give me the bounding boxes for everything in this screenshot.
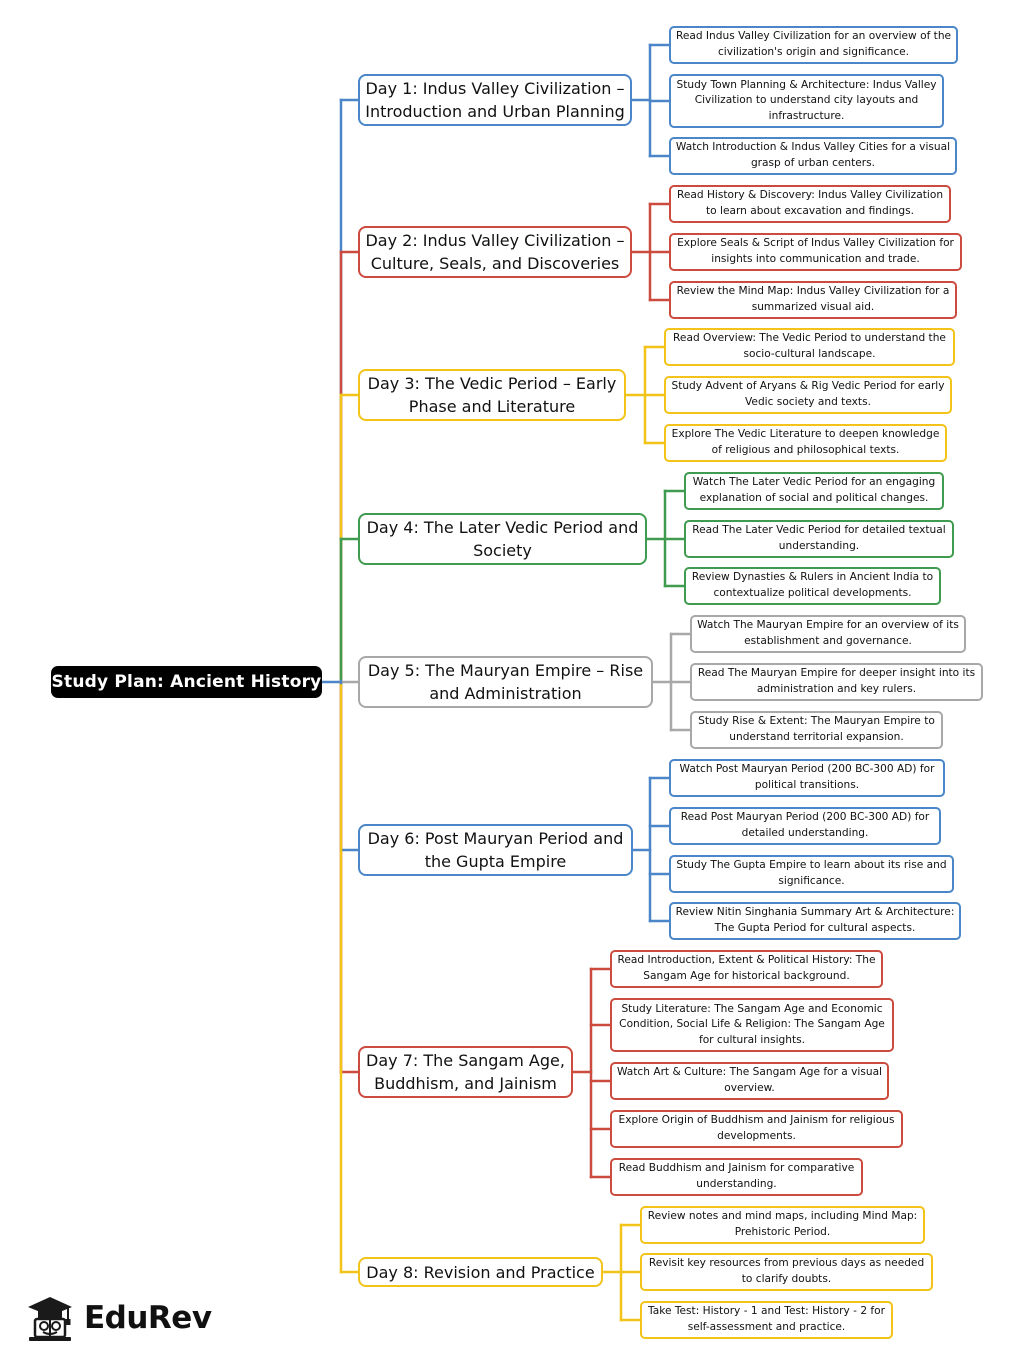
day-1-task-3: Watch Introduction & Indus Valley Cities… [669, 137, 957, 175]
day-1-topic: Day 1: Indus Valley Civilization – Intro… [358, 74, 632, 126]
day-7-topic: Day 7: The Sangam Age, Buddhism, and Jai… [358, 1046, 573, 1098]
day-6-topic: Day 6: Post Mauryan Period and the Gupta… [358, 824, 633, 876]
day-2-task-2: Explore Seals & Script of Indus Valley C… [669, 233, 962, 271]
graduation-cap-book-icon [28, 1297, 72, 1341]
day-5-task-3: Study Rise & Extent: The Mauryan Empire … [690, 711, 943, 749]
day-8-task-2: Revisit key resources from previous days… [640, 1253, 933, 1291]
day-7-task-5: Read Buddhism and Jainism for comparativ… [610, 1158, 863, 1196]
day-7-task-2: Study Literature: The Sangam Age and Eco… [610, 998, 894, 1052]
day-7-task-4: Explore Origin of Buddhism and Jainism f… [610, 1110, 903, 1148]
day-6-task-4: Review Nitin Singhania Summary Art & Arc… [669, 902, 961, 940]
day-4-task-3: Review Dynasties & Rulers in Ancient Ind… [684, 567, 941, 605]
day-2-task-1: Read History & Discovery: Indus Valley C… [669, 185, 951, 223]
day-5-task-2: Read The Mauryan Empire for deeper insig… [690, 663, 983, 701]
day-3-task-1: Read Overview: The Vedic Period to under… [664, 328, 955, 366]
edurev-logo: EduRev [24, 1293, 212, 1343]
day-5-topic: Day 5: The Mauryan Empire – Rise and Adm… [358, 656, 653, 708]
day-3-task-3: Explore The Vedic Literature to deepen k… [664, 424, 947, 462]
day-8-topic: Day 8: Revision and Practice [358, 1257, 603, 1287]
day-6-task-3: Study The Gupta Empire to learn about it… [669, 855, 954, 893]
day-4-topic: Day 4: The Later Vedic Period and Societ… [358, 513, 647, 565]
day-6-task-2: Read Post Mauryan Period (200 BC-300 AD)… [669, 807, 941, 845]
root-topic: Study Plan: Ancient History [51, 666, 322, 698]
day-8-task-1: Review notes and mind maps, including Mi… [640, 1206, 925, 1244]
day-4-task-1: Watch The Later Vedic Period for an enga… [684, 472, 944, 510]
logo-text: EduRev [84, 1300, 212, 1336]
day-3-topic: Day 3: The Vedic Period – Early Phase an… [358, 369, 626, 421]
day-1-task-1: Read Indus Valley Civilization for an ov… [669, 26, 958, 64]
day-5-task-1: Watch The Mauryan Empire for an overview… [690, 615, 966, 653]
day-6-task-1: Watch Post Mauryan Period (200 BC-300 AD… [669, 759, 945, 797]
day-8-task-3: Take Test: History - 1 and Test: History… [640, 1301, 893, 1339]
day-4-task-2: Read The Later Vedic Period for detailed… [684, 520, 954, 558]
day-2-task-3: Review the Mind Map: Indus Valley Civili… [669, 281, 957, 319]
day-2-topic: Day 2: Indus Valley Civilization – Cultu… [358, 226, 632, 278]
day-7-task-1: Read Introduction, Extent & Political Hi… [610, 950, 883, 988]
day-7-task-3: Watch Art & Culture: The Sangam Age for … [610, 1062, 889, 1100]
day-1-task-2: Study Town Planning & Architecture: Indu… [669, 74, 944, 128]
day-3-task-2: Study Advent of Aryans & Rig Vedic Perio… [664, 376, 952, 414]
